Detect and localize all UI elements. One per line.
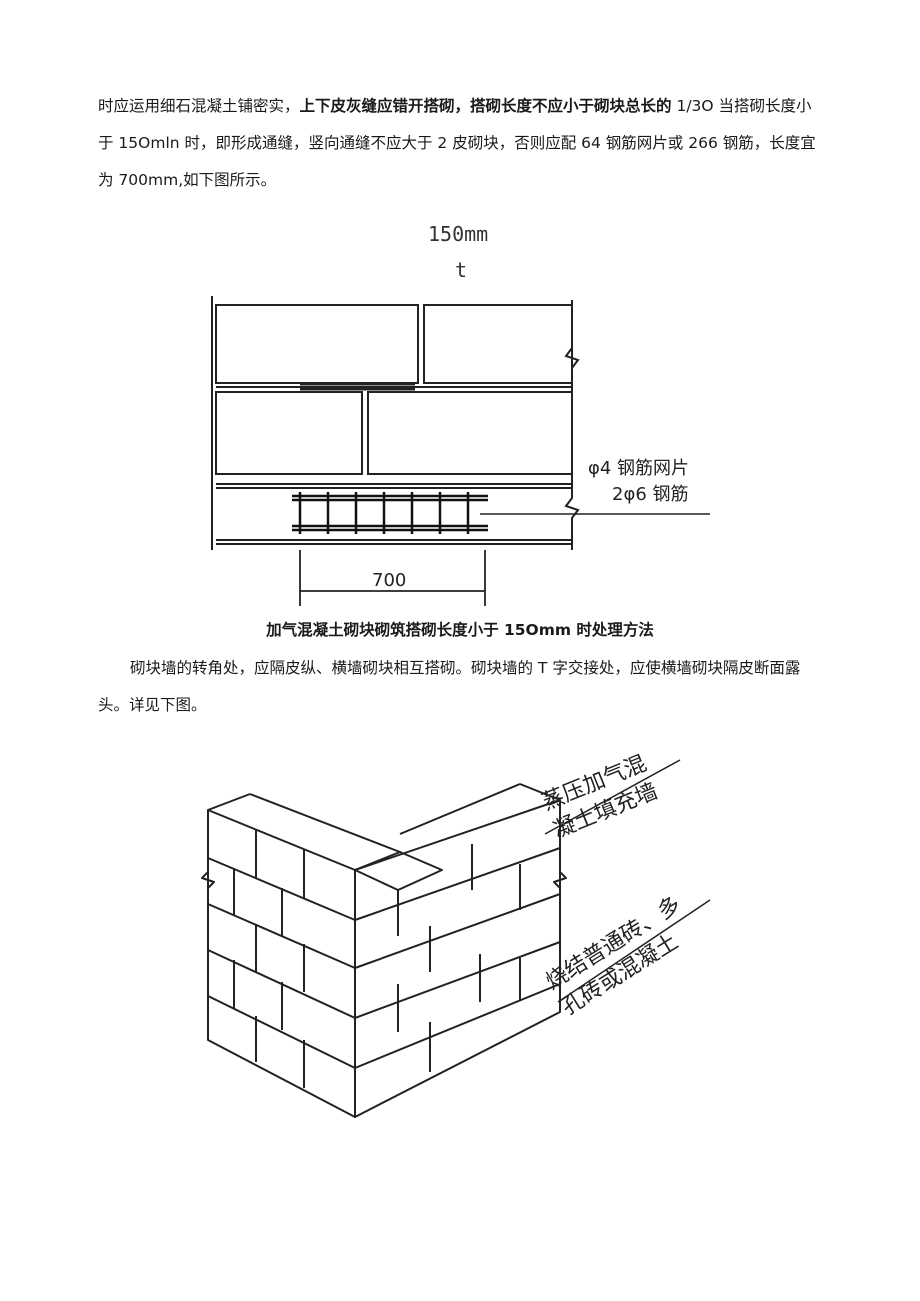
intro-text-bold: 上下皮灰缝应错开搭砌，搭砌长度不应小于砌块总长的 <box>299 97 672 115</box>
left-wall-face <box>207 809 356 1118</box>
block-top-right <box>423 304 573 384</box>
block-mid-right <box>367 391 573 475</box>
dimension-150mm-label: 150mm <box>428 222 489 246</box>
intro-paragraph: 时应运用细石混凝土铺密实，上下皮灰缝应错开搭砌，搭砌长度不应小于砌块总长的 1/… <box>98 88 826 199</box>
intro-text-c: 1/3O 当搭砌长度小于 15Omln 时，即形成通缝，竖向通缝不应大于 2 皮… <box>98 97 816 189</box>
right-wall-face <box>354 799 561 1118</box>
block-mid-left <box>215 391 363 475</box>
corner-paragraph: 砌块墙的转角处，应隔皮纵、横墙砌块相互搭砌。砌块墙的 T 字交接处，应使横墙砌块… <box>98 659 801 714</box>
intro-text-a: 时应运用细石混凝土铺密实， <box>98 97 300 115</box>
figure1-caption: 加气混凝土砌块砌筑搭砌长度小于 15Omm 时处理方法 <box>266 621 654 639</box>
reinforcement-mesh-figure: φ4 钢筋网片 2φ6 钢筋 700 <box>211 296 710 606</box>
dimension-mark-label: t <box>455 258 468 282</box>
rebar-mesh <box>292 492 488 534</box>
wall-corner-figure: 蒸压加气混 凝土填充墙 烧结普通砖、多 孔砖或混凝土 <box>201 751 711 1118</box>
label-mesh: φ4 钢筋网片 <box>588 458 689 479</box>
label-bars: 2φ6 钢筋 <box>612 484 689 505</box>
block-top-left <box>215 304 419 384</box>
dimension-700-label: 700 <box>372 570 406 591</box>
